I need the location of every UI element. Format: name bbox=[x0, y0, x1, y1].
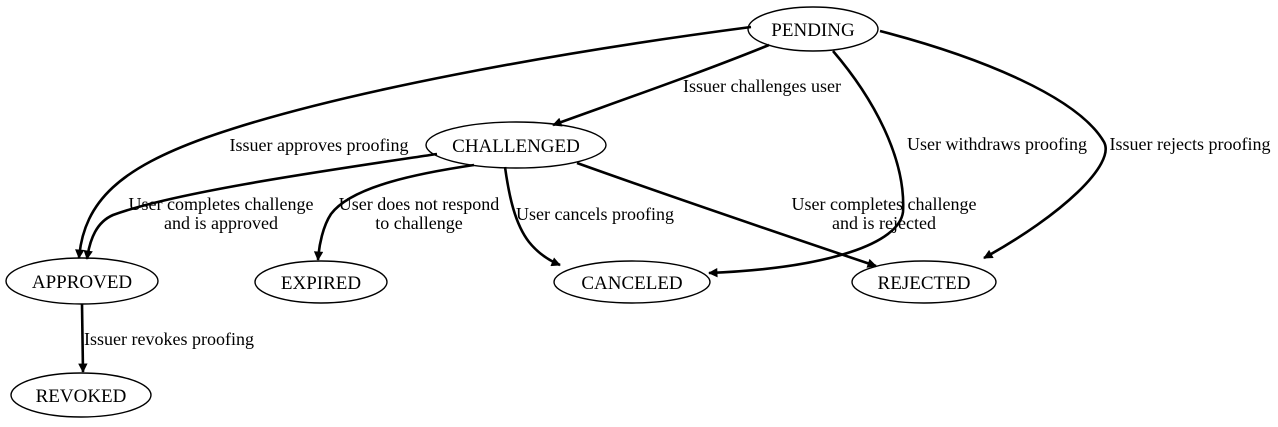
state-node-challenged: CHALLENGED bbox=[425, 121, 607, 169]
edge-pending-canceled bbox=[708, 50, 905, 278]
state-node-approved: APPROVED bbox=[5, 257, 159, 305]
state-node-expired: EXPIRED bbox=[254, 260, 388, 304]
pending-ellipse bbox=[747, 6, 879, 52]
state-node-pending: PENDING bbox=[747, 6, 879, 52]
edge-label-challenged-rejected-line2: and is rejected bbox=[832, 213, 936, 233]
edge-approved-revoked bbox=[78, 303, 88, 373]
expired-label: EXPIRED bbox=[281, 273, 361, 294]
revoked-ellipse bbox=[10, 372, 152, 418]
expired-ellipse bbox=[254, 260, 388, 304]
edge-challenged-expired bbox=[313, 163, 475, 261]
edge-pending-challenged bbox=[552, 43, 770, 127]
edge-label-approved-revoked: Issuer revokes proofing bbox=[84, 329, 254, 349]
edge-label-challenged-expired-line1: User does not respond bbox=[339, 194, 499, 214]
revoked-label: REVOKED bbox=[36, 386, 127, 407]
nodes-layer: PENDING CHALLENGED APPROVED EXPIRED CANCELED… bbox=[5, 6, 997, 418]
challenged-ellipse bbox=[425, 121, 607, 169]
edge-label-pending-rejected: Issuer rejects proofing bbox=[1110, 134, 1271, 154]
canceled-ellipse bbox=[553, 260, 711, 304]
edge-label-pending-approved: Issuer approves proofing bbox=[230, 135, 409, 155]
edge-label-challenged-approved-line2: and is approved bbox=[164, 213, 278, 233]
state-node-rejected: REJECTED bbox=[851, 260, 997, 304]
edge-label-challenged-canceled: User cancels proofing bbox=[516, 204, 674, 224]
edge-label-pending-challenged: Issuer challenges user bbox=[683, 76, 841, 96]
canceled-label: CANCELED bbox=[581, 273, 682, 294]
rejected-label: REJECTED bbox=[878, 273, 971, 294]
edge-challenged-rejected bbox=[576, 161, 877, 268]
state-node-canceled: CANCELED bbox=[553, 260, 711, 304]
pending-label: PENDING bbox=[771, 20, 855, 41]
state-node-revoked: REVOKED bbox=[10, 372, 152, 418]
edge-challenged-canceled bbox=[503, 166, 561, 267]
edge-pending-approved bbox=[75, 25, 752, 259]
edges-layer bbox=[75, 25, 1107, 373]
edge-label-challenged-expired-line2: to challenge bbox=[375, 213, 462, 233]
edge-label-challenged-rejected-line1: User completes challenge bbox=[792, 194, 977, 214]
edge-label-pending-canceled: User withdraws proofing bbox=[907, 134, 1087, 154]
approved-label: APPROVED bbox=[32, 272, 132, 293]
edge-label-challenged-approved-line1: User completes challenge bbox=[129, 194, 314, 214]
challenged-label: CHALLENGED bbox=[452, 136, 580, 157]
rejected-ellipse bbox=[851, 260, 997, 304]
edge-challenged-approved bbox=[83, 152, 438, 260]
edge-pending-rejected bbox=[879, 29, 1107, 260]
